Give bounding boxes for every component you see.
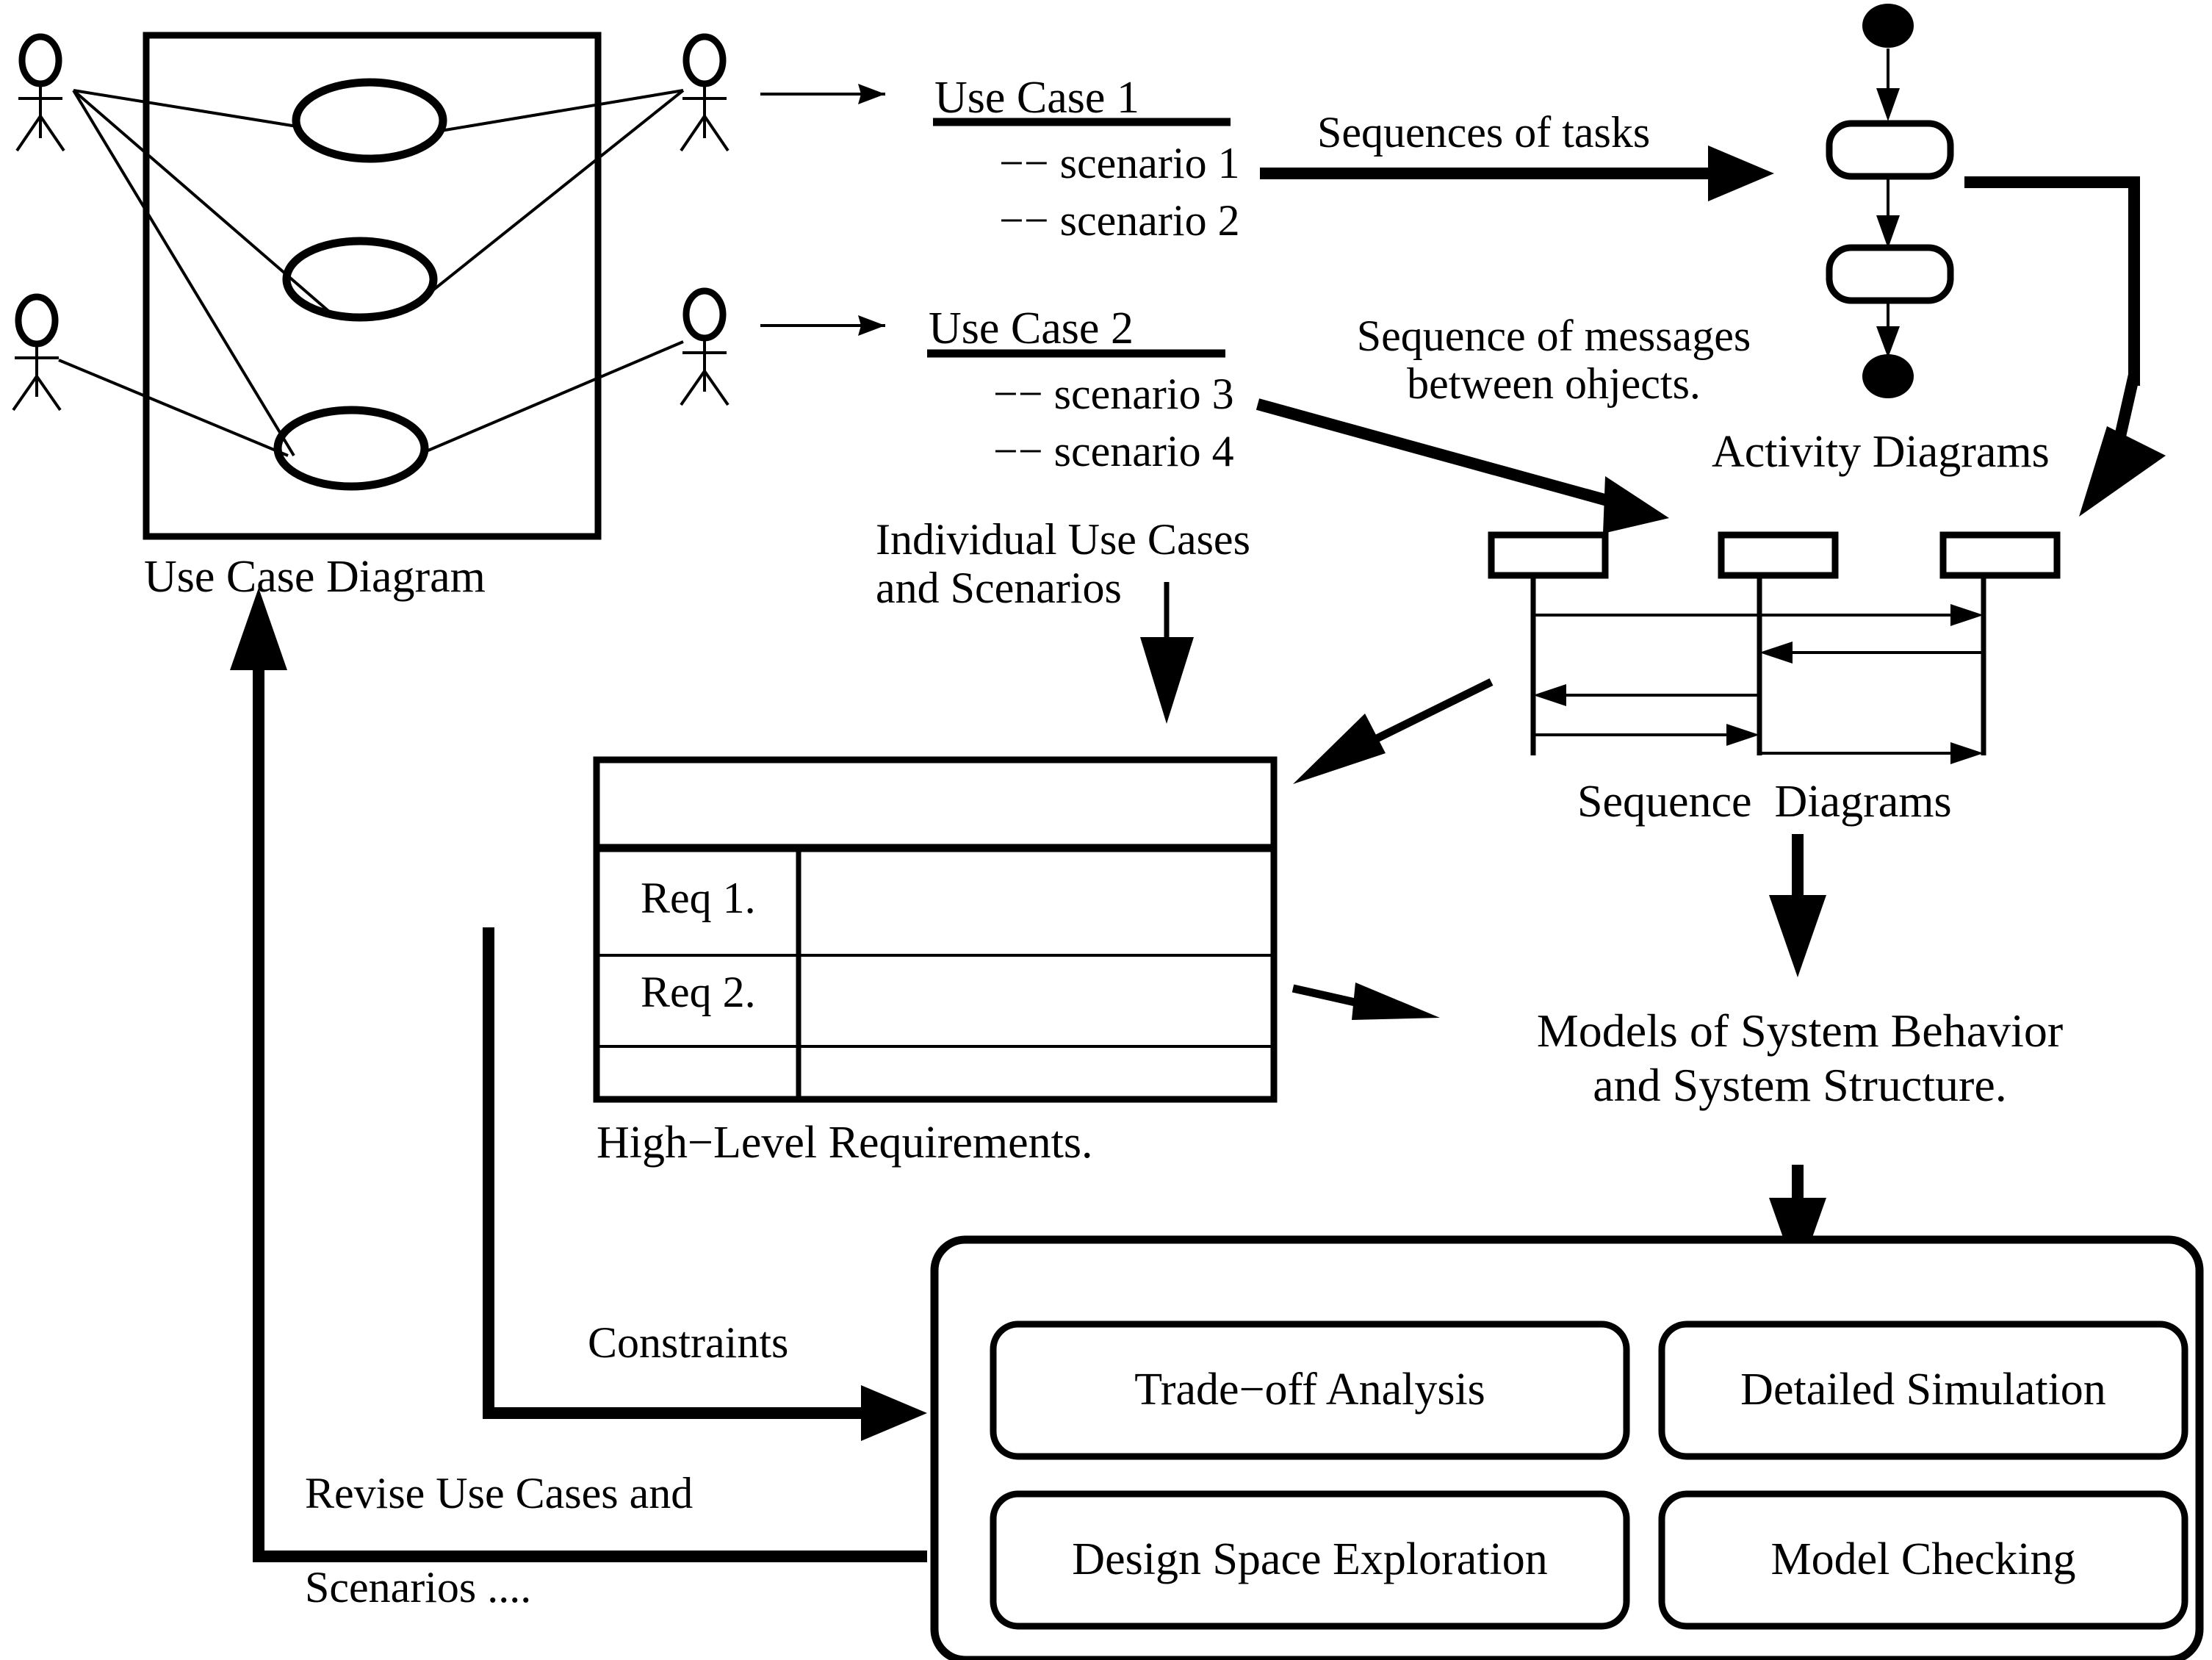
lifeline-box-3 [1939, 531, 2061, 579]
activity-initial-node [1862, 4, 1914, 48]
use-case-2-scenario-4: −− scenario 4 [993, 427, 1234, 475]
label-individual-use-cases-line2: and Scenarios [876, 564, 1122, 612]
label-individual-use-cases-line1: Individual Use Cases [876, 515, 1250, 564]
use-case-associations [58, 89, 685, 457]
analysis-item-box-2 [1658, 1321, 2188, 1460]
use-case-ellipse-2 [282, 237, 438, 322]
arrow-sequence-caption-to-models [1769, 834, 1826, 977]
use-case-1-scenario-1: −− scenario 1 [999, 139, 1240, 187]
arrow-individual-use-cases [1140, 582, 1194, 724]
analysis-item-design-space-exploration[interactable]: Design Space Exploration [1072, 1534, 1548, 1584]
sequence-message-3 [1533, 684, 1759, 706]
analysis-item-box-4 [1658, 1490, 2188, 1630]
lifeline-box-1 [1488, 531, 1609, 579]
arrow-revise-use-cases [230, 588, 927, 1562]
arrow-actor-to-usecase2 [760, 315, 885, 336]
analysis-item-box-1 [990, 1321, 1630, 1460]
label-sequence-of-messages-line2: between ohjects. [1407, 359, 1701, 408]
sequence-message-4 [1533, 724, 1759, 746]
actor-top-left [15, 33, 65, 152]
label-sequences-of-tasks: Sequences of tasks [1317, 108, 1651, 157]
arrow-sequence-to-requirements [1293, 678, 1494, 784]
label-sequence-of-messages-line1: Sequence of messages [1356, 312, 1751, 360]
label-constraints: Constraints [588, 1318, 789, 1367]
label-revise-line1: Revise Use Cases and [305, 1469, 693, 1517]
requirements-table-caption: High−Level Requirements. [597, 1118, 1093, 1168]
sequence-message-5 [1759, 742, 1984, 764]
activity-final-node [1862, 354, 1914, 398]
analysis-item-detailed-simulation[interactable]: Detailed Simulation [1740, 1365, 2106, 1415]
use-case-ellipse-1 [292, 78, 447, 163]
activity-action-1 [1826, 120, 1954, 180]
use-case-1-title: Use Case 1 [934, 73, 1139, 123]
arrow-constraints [483, 927, 927, 1441]
use-case-ellipse-3 [273, 406, 429, 491]
arrow-sequences-of-tasks [1260, 145, 1774, 201]
analysis-item-model-checking[interactable]: Model Checking [1770, 1534, 2076, 1584]
models-node-line1: Models of System Behavior [1536, 1005, 2064, 1057]
actor-top-right [680, 33, 729, 152]
analysis-item-box-3 [990, 1490, 1630, 1630]
arrow-activity-to-sequence [1964, 176, 2166, 517]
models-node-line2: and System Structure. [1593, 1059, 2007, 1111]
sequence-diagram-caption: Sequence Diagrams [1577, 777, 1952, 827]
label-revise-line2: Scenarios .... [305, 1563, 532, 1612]
sequence-message-1 [1533, 604, 1984, 626]
requirements-table-vector [593, 756, 1278, 1103]
activity-action-2 [1826, 244, 1954, 304]
use-case-1-scenario-2: −− scenario 2 [999, 196, 1240, 245]
activity-diagram [1826, 4, 1954, 398]
actor-bottom-right [680, 287, 729, 406]
activity-diagram-caption: Activity Diagrams [1712, 427, 2050, 477]
lifeline-box-2 [1718, 531, 1839, 579]
requirements-row-2-id: Req 2. [641, 968, 756, 1016]
actor-bottom-left [12, 293, 62, 412]
requirements-row-1-id: Req 1. [641, 874, 756, 922]
use-case-diagram-caption: Use Case Diagram [144, 552, 486, 602]
arrow-messages-to-sequence-diagram [1255, 398, 1669, 533]
sequence-diagram [1488, 531, 2061, 764]
analysis-item-trade-off-analysis[interactable]: Trade−off Analysis [1134, 1365, 1485, 1415]
arrow-requirements-to-models [1291, 982, 1440, 1020]
sequence-message-2 [1759, 642, 1984, 664]
use-case-2-scenario-3: −− scenario 3 [993, 370, 1234, 418]
arrow-actor-to-usecase1 [760, 84, 885, 104]
use-case-2-title: Use Case 2 [929, 303, 1134, 353]
